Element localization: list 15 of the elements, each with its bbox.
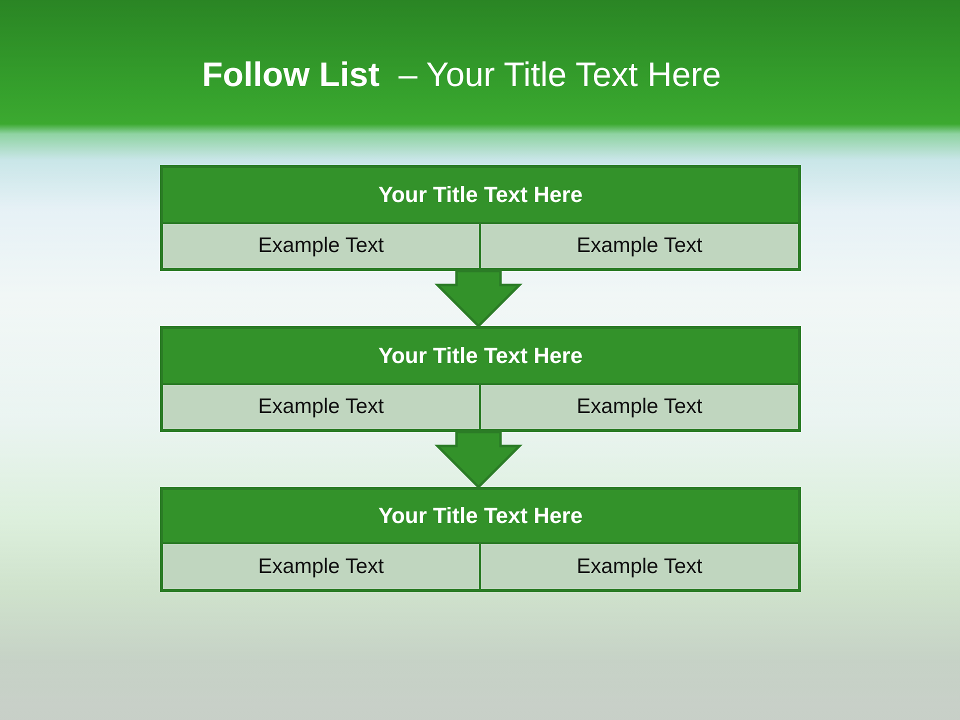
table-frame bbox=[160, 487, 801, 592]
slide-title: Follow List – Your Title Text Here bbox=[202, 55, 722, 96]
block-arrow bbox=[434, 430, 523, 489]
header-bar: Your Title Text Here bbox=[163, 329, 798, 383]
table-cell: Example Text bbox=[163, 224, 479, 268]
header-bar: Your Title Text Here bbox=[163, 168, 798, 222]
table-frame bbox=[160, 165, 801, 271]
table-frame bbox=[160, 326, 801, 432]
table-cell: Example Text bbox=[481, 224, 798, 268]
table-cell: Example Text bbox=[481, 544, 798, 589]
table-cell: Example Text bbox=[481, 385, 798, 429]
table-cell: Example Text bbox=[163, 385, 479, 429]
header-bar: Your Title Text Here bbox=[163, 490, 798, 542]
block-arrow bbox=[434, 270, 523, 328]
table-cell: Example Text bbox=[163, 544, 479, 589]
